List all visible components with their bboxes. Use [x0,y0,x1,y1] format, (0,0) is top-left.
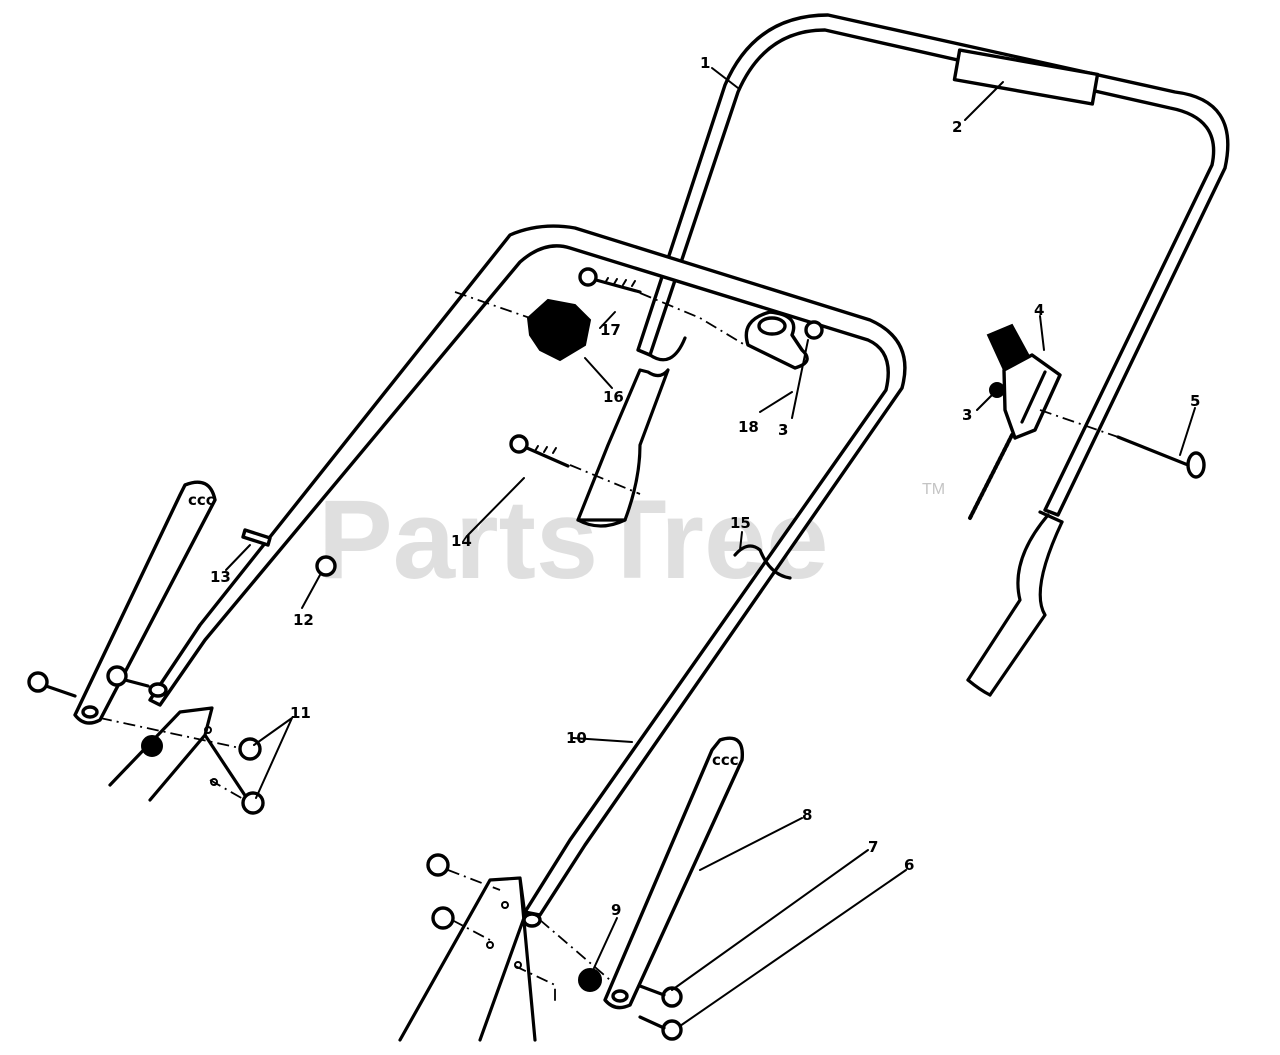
callout-7: 7 [868,838,878,856]
svg-text:ccc: ccc [188,491,215,509]
callout-3-right: 3 [962,406,972,424]
callout-2: 2 [952,118,962,136]
trademark-mark: TM [922,481,945,498]
left-pivot-bracket: ccc [73,480,250,802]
upper-handle [576,13,1230,697]
control-switch [968,323,1062,520]
callout-6: 6 [904,856,914,874]
callout-13: 13 [210,568,231,586]
callout-3-center: 3 [778,421,788,439]
svg-text:ccc: ccc [712,751,739,769]
callout-1: 1 [700,54,710,72]
hardware [27,267,1206,1041]
callout-labels: 1 2 3 3 4 5 6 7 8 9 10 11 12 13 14 15 16… [210,54,1200,919]
callout-12: 12 [293,611,314,629]
callout-16: 16 [603,388,624,406]
leader-lines [225,67,1196,1027]
alignment-lines [99,291,1119,1002]
grip-sleeve [952,48,1100,106]
callout-10: 10 [566,729,587,747]
callout-17: 17 [600,321,621,339]
callout-18: 18 [738,418,759,436]
callout-5: 5 [1190,392,1200,410]
callout-4: 4 [1034,301,1044,319]
partstree-watermark: PartsTree [318,477,829,602]
callout-11: 11 [290,704,311,722]
right-pivot-bracket: ccc [398,736,745,1042]
callout-9: 9 [611,901,621,919]
callout-14: 14 [451,532,472,550]
callout-8: 8 [802,806,812,824]
callout-15: 15 [730,514,751,532]
handle-knob [526,298,592,362]
cable-clip [744,310,809,370]
